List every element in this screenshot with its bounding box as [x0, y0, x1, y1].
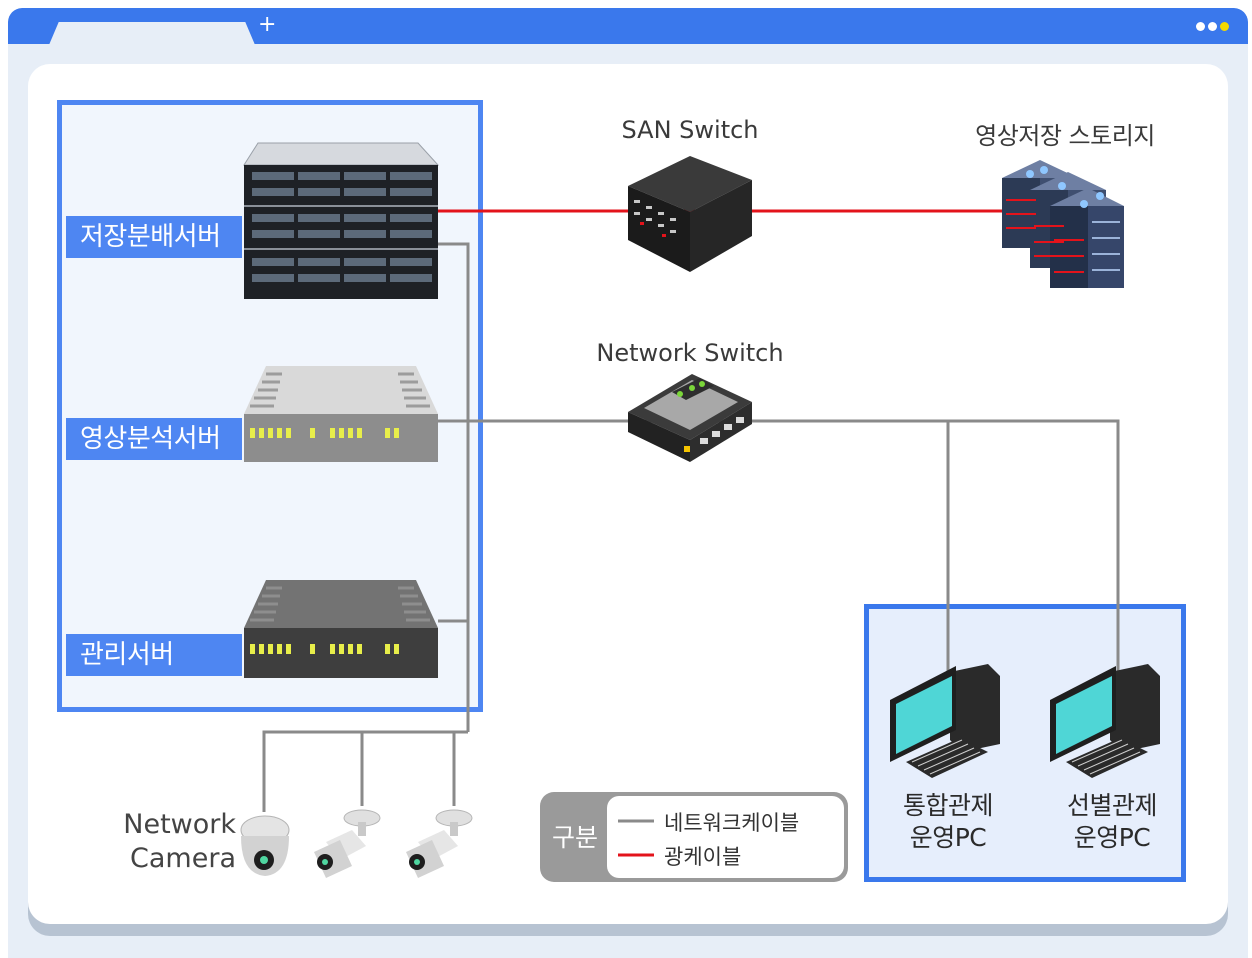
dome-camera-icon: [240, 815, 290, 876]
integrated-control-pc-label: 통합관제 운영PC: [880, 790, 1016, 854]
bullet-camera-icon: [314, 809, 381, 878]
legend-body: [607, 796, 844, 878]
legend-optical-cable-label: 광케이블: [664, 845, 742, 869]
network-cable: [438, 242, 470, 732]
storage-server-icon: [243, 142, 440, 299]
new-tab-button[interactable]: +: [258, 12, 277, 37]
browser-tab[interactable]: [46, 22, 258, 52]
san-switch-label: SAN Switch: [621, 116, 759, 144]
network-camera-label-line1: Network: [123, 809, 236, 840]
menu-dot-icon[interactable]: [1196, 22, 1205, 31]
analysis-server-icon: [244, 366, 438, 462]
menu-dot-icon[interactable]: [1208, 22, 1217, 31]
video-storage-label: 영상저장 스토리지: [975, 122, 1155, 150]
network-cable: [752, 419, 1120, 680]
legend-network-cable-label: 네트워크케이블: [664, 811, 800, 835]
network-cables: [262, 242, 1120, 812]
integrated-control-pc-icon: [890, 664, 1000, 778]
storage-distribution-server-label: 저장분배서버: [66, 216, 242, 258]
video-storage-icon: [1002, 160, 1124, 288]
menu-dot-icon[interactable]: [1220, 22, 1229, 31]
integrated-control-pc-label-line1: 통합관제: [902, 791, 994, 820]
management-server-label: 관리서버: [66, 634, 242, 676]
selective-control-pc-label: 선별관제 운영PC: [1044, 790, 1180, 854]
integrated-control-pc-label-line2: 운영PC: [909, 823, 987, 852]
network-switch-icon: [628, 374, 752, 462]
bullet-camera-icon: [406, 809, 473, 878]
selective-control-pc-icon: [1050, 664, 1160, 778]
selective-control-pc-label-line2: 운영PC: [1073, 823, 1151, 852]
management-server-icon: [244, 580, 438, 678]
san-switch-icon: [628, 156, 752, 272]
network-switch-label: Network Switch: [596, 339, 784, 367]
network-camera-label: Network Camera: [100, 808, 236, 876]
network-camera-label-line2: Camera: [130, 843, 236, 874]
selective-control-pc-label-line1: 선별관제: [1066, 791, 1158, 820]
network-cable: [262, 730, 468, 812]
video-analysis-server-label: 영상분석서버: [66, 418, 242, 460]
legend-title: 구분: [552, 823, 599, 852]
